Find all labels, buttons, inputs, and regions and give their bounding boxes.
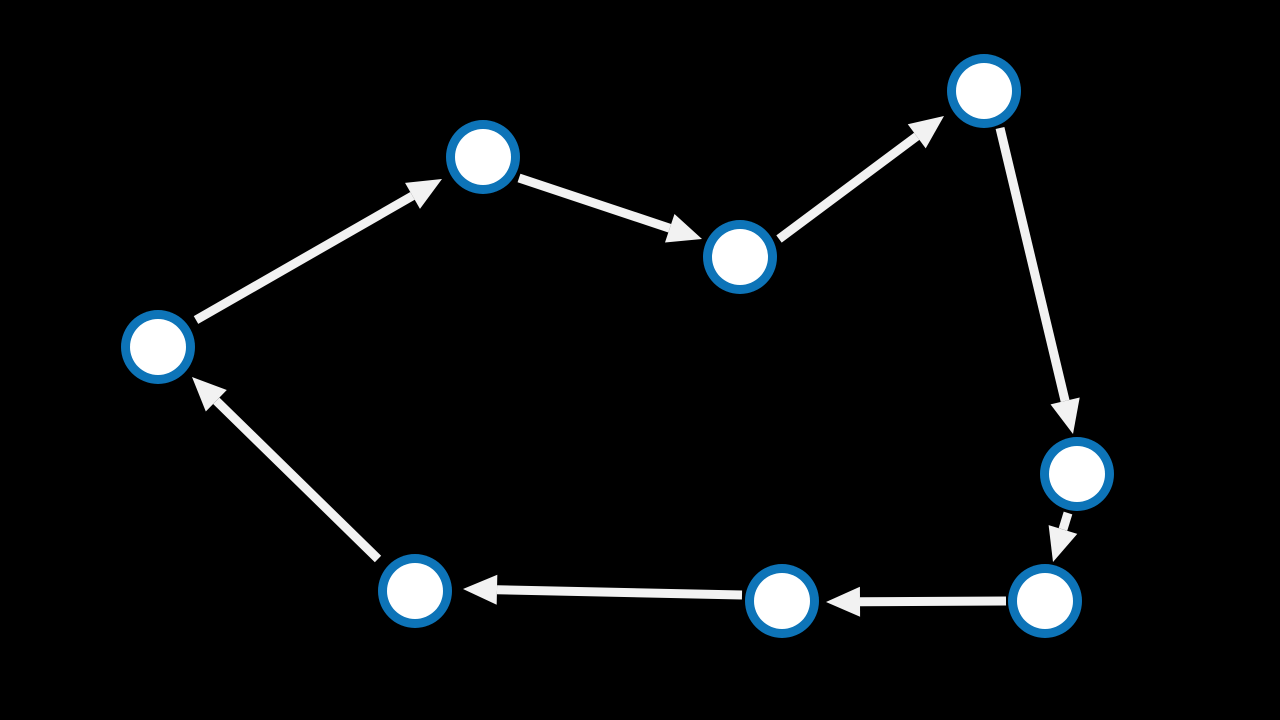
graph-edge[interactable] bbox=[463, 574, 743, 605]
edge-shaft bbox=[213, 397, 382, 563]
graph-node[interactable] bbox=[947, 54, 1021, 128]
edge-arrowhead-icon bbox=[1050, 397, 1080, 434]
graph-edge[interactable] bbox=[1048, 511, 1078, 562]
graph-edge[interactable] bbox=[826, 586, 1007, 617]
edge-shaft bbox=[496, 585, 743, 600]
edge-arrowhead-icon bbox=[405, 179, 442, 209]
edge-arrowhead-icon bbox=[192, 377, 227, 412]
edge-arrowhead-icon bbox=[665, 214, 702, 243]
edges-layer bbox=[192, 116, 1080, 617]
edge-shaft bbox=[517, 173, 672, 233]
node-fill bbox=[712, 229, 768, 285]
graph-node[interactable] bbox=[121, 310, 195, 384]
graph-edge[interactable] bbox=[192, 377, 382, 563]
edge-shaft bbox=[859, 596, 1007, 607]
node-fill bbox=[130, 319, 186, 375]
node-fill bbox=[1049, 446, 1105, 502]
node-fill bbox=[754, 573, 810, 629]
graph-node[interactable] bbox=[1040, 437, 1114, 511]
edge-shaft bbox=[995, 126, 1070, 402]
graph-edge[interactable] bbox=[995, 126, 1080, 434]
edge-arrowhead-icon bbox=[1048, 525, 1078, 562]
graph-node[interactable] bbox=[378, 554, 452, 628]
edge-shaft bbox=[1058, 511, 1073, 531]
graph-node[interactable] bbox=[745, 564, 819, 638]
edge-arrowhead-icon bbox=[463, 574, 498, 605]
graph-edge[interactable] bbox=[517, 173, 702, 243]
edge-arrowhead-icon bbox=[826, 586, 861, 617]
graph-edge[interactable] bbox=[776, 116, 944, 243]
node-fill bbox=[387, 563, 443, 619]
graph-node[interactable] bbox=[703, 220, 777, 294]
graph-node[interactable] bbox=[446, 120, 520, 194]
edge-shaft bbox=[193, 192, 415, 324]
graph-node[interactable] bbox=[1008, 564, 1082, 638]
node-fill bbox=[956, 63, 1012, 119]
edge-arrowhead-icon bbox=[907, 116, 944, 149]
node-fill bbox=[455, 129, 511, 185]
graph-edge[interactable] bbox=[193, 179, 442, 324]
node-fill bbox=[1017, 573, 1073, 629]
edge-shaft bbox=[776, 132, 920, 243]
nodes-layer bbox=[121, 54, 1114, 638]
